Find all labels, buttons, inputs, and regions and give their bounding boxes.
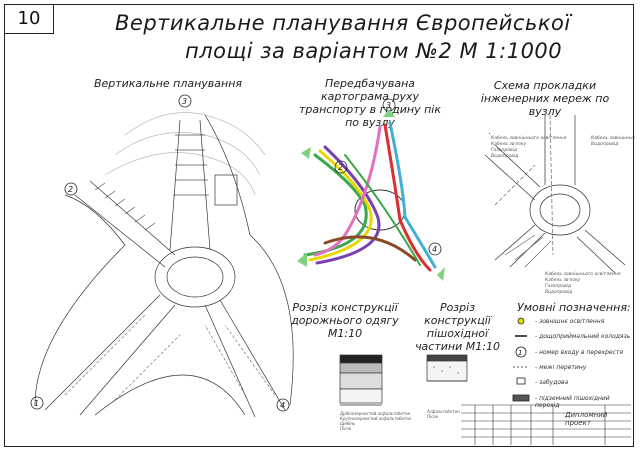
traffic-cartogram <box>303 121 437 272</box>
drawing-sheet: 10 Вертикальне планування Європейської п… <box>4 4 635 447</box>
road-section-drawing <box>339 354 383 406</box>
sheet-number: 10 <box>5 5 54 34</box>
svg-text:Пісок: Пісок <box>340 426 352 431</box>
left-entry-3: 3 <box>182 97 187 106</box>
svg-text:Кабель зовнішнього освітлення: Кабель зовнішнього освітлення <box>545 271 621 277</box>
sidewalk-section-notes: Асфальтобетон Пісок <box>426 409 460 419</box>
svg-text:Крупнозернистий асфальтобетон: Крупнозернистий асфальтобетон <box>340 416 412 421</box>
engineering-networks-plan <box>484 114 626 274</box>
title-block-project: Дипломний проект <box>565 411 608 427</box>
vertical-planning-plan <box>34 112 294 418</box>
left-plan-entry-markers <box>30 94 290 412</box>
cartogram-entry-4: 4 <box>432 245 437 254</box>
legend-item-buildings: - забудова <box>535 379 569 386</box>
left-entry-2: 2 <box>68 185 73 194</box>
svg-text:Водопровід: Водопровід <box>591 141 618 147</box>
legend-item-drain-well: - дощоприймальний колодязь <box>535 333 631 340</box>
svg-text:Асфальтобетон: Асфальтобетон <box>426 409 460 414</box>
svg-text:Щебінь: Щебінь <box>340 421 356 426</box>
svg-text:Кабель зв'язку: Кабель зв'язку <box>545 277 581 283</box>
sheet-title-line2: площі за варіантом №2 М 1:1000 <box>185 39 563 63</box>
svg-text:Газопровід: Газопровід <box>491 147 517 153</box>
section-road-section-label: Розріз конструкції дорожнього одягу М1:1… <box>291 301 399 340</box>
plan-drawings: 3 2 1 4 3 2 4 <box>30 94 635 445</box>
left-entry-4: 4 <box>280 401 285 410</box>
cartogram-entry-markers <box>334 98 442 256</box>
sidewalk-section-drawing <box>426 354 468 382</box>
legend-symbols <box>512 317 530 402</box>
svg-text:Газопровід: Газопровід <box>545 283 571 289</box>
legend-item-entry-number: - номер входу в перехрестя <box>535 349 623 356</box>
cartogram-entry-2: 2 <box>338 163 343 172</box>
svg-text:Кабель зв'язку: Кабель зв'язку <box>491 141 527 147</box>
left-entry-1: 1 <box>34 399 39 408</box>
legend-title: Умовні позначення: <box>517 301 631 314</box>
road-section-notes: Дрібнозернистий асфальтобетон Крупнозерн… <box>339 411 412 431</box>
section-traffic-cartogram-label: Передбачувана картограма руху транспорту… <box>298 77 442 129</box>
svg-text:Кабель зовнішнього освітлення: Кабель зовнішнього освітлення <box>591 135 635 141</box>
title-block-lines <box>461 404 631 445</box>
cartogram-arrows <box>297 109 445 281</box>
legend-entry-number-sample: 1 <box>518 349 522 357</box>
cartogram-entry-3: 3 <box>386 101 391 110</box>
svg-text:Водопровід: Водопровід <box>491 153 518 159</box>
section-engineering-networks-label: Схема прокладки інженерних мереж по вузл… <box>480 79 610 118</box>
sheet-title-line1: Вертикальне планування Європейської <box>115 11 571 35</box>
svg-text:Водопровід: Водопровід <box>545 289 572 295</box>
svg-text:Пісок: Пісок <box>427 414 439 419</box>
section-vertical-planning-label: Вертикальне планування <box>93 77 243 90</box>
legend-item-underpass: - підземний пішохідний перехід <box>535 395 610 409</box>
legend-item-lighting: - зовнішнє освітлення <box>535 318 605 325</box>
section-sidewalk-section-label: Розріз конструкції пішохідної частини М1… <box>415 301 500 353</box>
svg-text:Кабель зовнішнього освітлення: Кабель зовнішнього освітлення <box>491 135 567 141</box>
svg-text:Дрібнозернистий асфальтобетон: Дрібнозернистий асфальтобетон <box>339 411 411 416</box>
engineering-notes: Кабель зовнішнього освітлення Кабель зв'… <box>489 133 635 295</box>
legend-item-boundary: - межі перетину <box>535 364 587 371</box>
